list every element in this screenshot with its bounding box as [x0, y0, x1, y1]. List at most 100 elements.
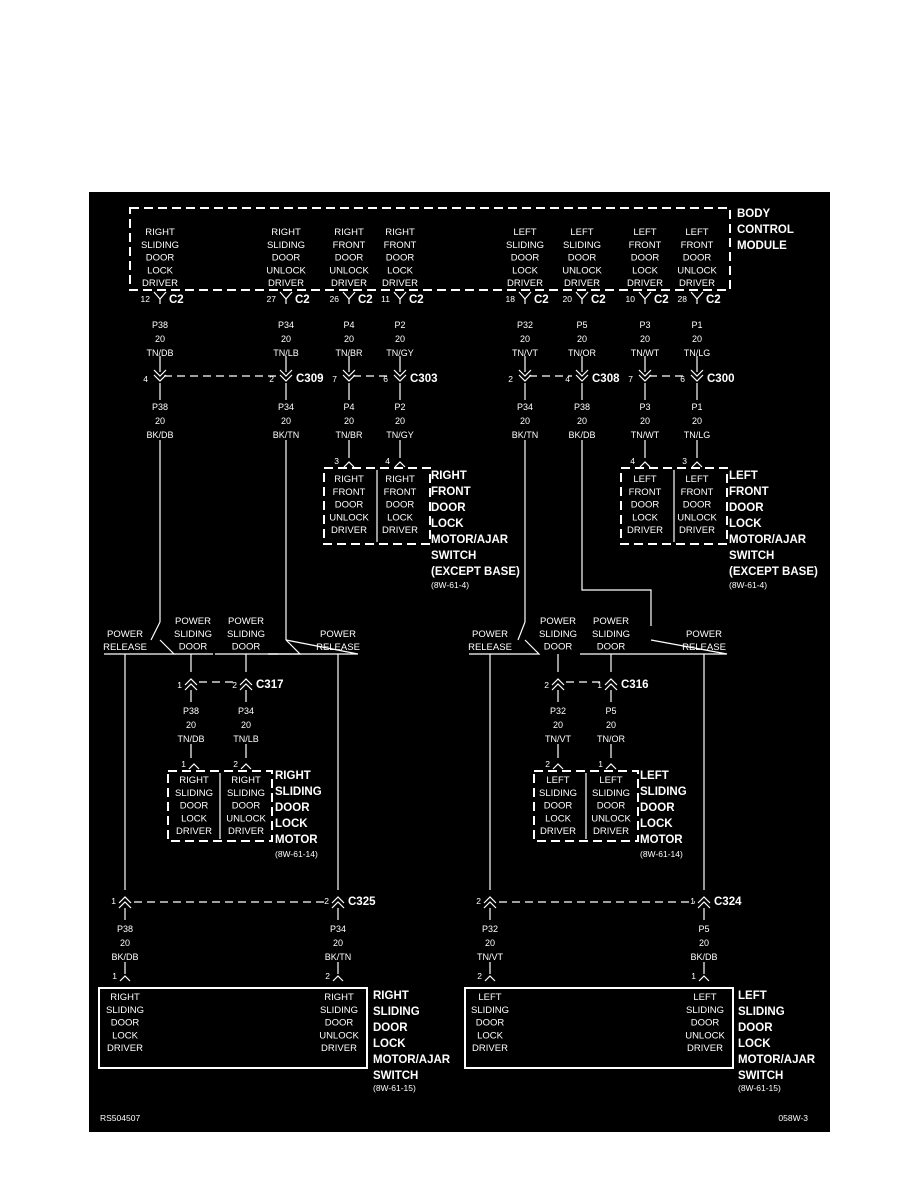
pin-number: 2 — [232, 680, 237, 690]
wire-label: TN/BR — [336, 430, 364, 440]
driver-label: FRONT — [629, 240, 662, 251]
cell-label: DOOR — [335, 500, 364, 511]
driver-label: RIGHT — [334, 227, 364, 238]
wire — [150, 621, 161, 641]
component-title: MOTOR/AJAR — [373, 1054, 451, 1066]
split-label: POWER — [472, 629, 508, 640]
wire-label: P5 — [576, 320, 587, 330]
terminal-symbol — [698, 975, 710, 982]
component-title: RIGHT — [431, 470, 467, 482]
page-number: 058W-3 — [778, 1113, 808, 1123]
long-wires — [150, 440, 652, 641]
wire-label: 20 — [692, 334, 702, 344]
cell-label: DRIVER — [331, 525, 367, 536]
wire-label: 20 — [485, 938, 495, 948]
connector-name: C2 — [706, 294, 721, 306]
driver-label: DRIVER — [268, 278, 304, 289]
wire-label: P2 — [394, 320, 405, 330]
connector-symbol — [239, 683, 253, 691]
switch-box — [464, 987, 734, 1069]
cell-label: LOCK — [112, 1030, 139, 1041]
component-title: RIGHT — [275, 770, 311, 782]
connector-symbol — [638, 374, 652, 382]
cell-label: DRIVER — [687, 1043, 723, 1054]
pin-number: 28 — [678, 294, 688, 304]
connector-symbol — [331, 901, 345, 909]
reference: (8W-61-15) — [738, 1083, 781, 1093]
wire-label: P34 — [238, 706, 254, 716]
terminal-symbol — [188, 763, 200, 770]
bcm-title: CONTROL — [737, 224, 794, 236]
reference: (8W-61-15) — [373, 1083, 416, 1093]
cell-label: DOOR — [325, 1018, 354, 1029]
cell-label: LEFT — [693, 992, 716, 1003]
connector-symbol — [279, 374, 293, 382]
pin-number: 7 — [332, 374, 337, 384]
motor-box — [533, 770, 639, 842]
component-title: SLIDING — [275, 786, 322, 798]
cell-label: RIGHT — [110, 992, 140, 1003]
driver-label: DOOR — [511, 253, 540, 264]
pin-number: 2 — [477, 971, 482, 981]
connector-name: C308 — [592, 373, 620, 385]
pin-number: 2 — [508, 374, 513, 384]
cell-label: DOOR — [683, 500, 712, 511]
component-title: DOOR — [431, 502, 466, 514]
cell-label: RIGHT — [231, 775, 261, 786]
split-label: POWER — [540, 616, 576, 627]
split-label: RELEASE — [316, 642, 360, 653]
component-title: SWITCH — [729, 550, 774, 562]
terminal-symbol — [240, 763, 252, 770]
connector-symbol — [393, 369, 407, 377]
terminal-symbol — [332, 975, 344, 982]
reference: (8W-61-14) — [275, 849, 318, 859]
wire-label: TN/VT — [512, 348, 539, 358]
cell-label: RIGHT — [334, 474, 364, 485]
pin-number: 11 — [381, 294, 390, 304]
wire-label: BK/TN — [325, 952, 352, 962]
split-label: POWER — [686, 629, 722, 640]
component-title: MOTOR/AJAR — [738, 1054, 816, 1066]
pin-number: 2 — [544, 680, 549, 690]
wire-label: BK/DB — [690, 952, 717, 962]
cell-label: FRONT — [333, 487, 366, 498]
connector-name: C2 — [409, 294, 424, 306]
pin-number: 10 — [626, 294, 636, 304]
connector-symbol — [184, 683, 198, 691]
split-label: POWER — [320, 629, 356, 640]
connector-name: C316 — [621, 679, 649, 691]
connector-symbol — [342, 369, 356, 377]
cell-label: UNLOCK — [319, 1030, 359, 1041]
component-title: LEFT — [738, 990, 767, 1002]
reference: (8W-61-4) — [431, 580, 469, 590]
connector-name: C309 — [296, 373, 324, 385]
switch-box — [620, 467, 728, 545]
connector-symbol — [604, 678, 618, 686]
component-title: LEFT — [729, 470, 758, 482]
wire-label: TN/LB — [233, 734, 259, 744]
cell-label: LOCK — [545, 813, 572, 824]
connector-symbol — [690, 374, 704, 382]
connector-symbol — [279, 369, 293, 377]
driver-label: LEFT — [685, 227, 708, 238]
split-label: DOOR — [179, 642, 208, 653]
driver-label: UNLOCK — [329, 265, 369, 276]
bcm-box — [129, 207, 731, 291]
wire-label: BK/TN — [512, 430, 539, 440]
split-label: POWER — [107, 629, 143, 640]
component-title: LOCK — [373, 1038, 406, 1050]
wire-label: TN/OR — [597, 734, 625, 744]
cell-label: RIGHT — [324, 992, 354, 1003]
cell-label: FRONT — [629, 487, 662, 498]
wire-label: TN/GY — [386, 348, 414, 358]
left-split-labels: POWERRELEASEPOWERSLIDINGDOORPOWERSLIDING… — [468, 616, 728, 890]
wire-label: P38 — [117, 924, 133, 934]
connector-name: C2 — [169, 294, 184, 306]
wire-label: P38 — [183, 706, 199, 716]
cell-label: DRIVER — [472, 1043, 508, 1054]
connector-name: C303 — [410, 373, 438, 385]
wire-label: 20 — [281, 416, 291, 426]
